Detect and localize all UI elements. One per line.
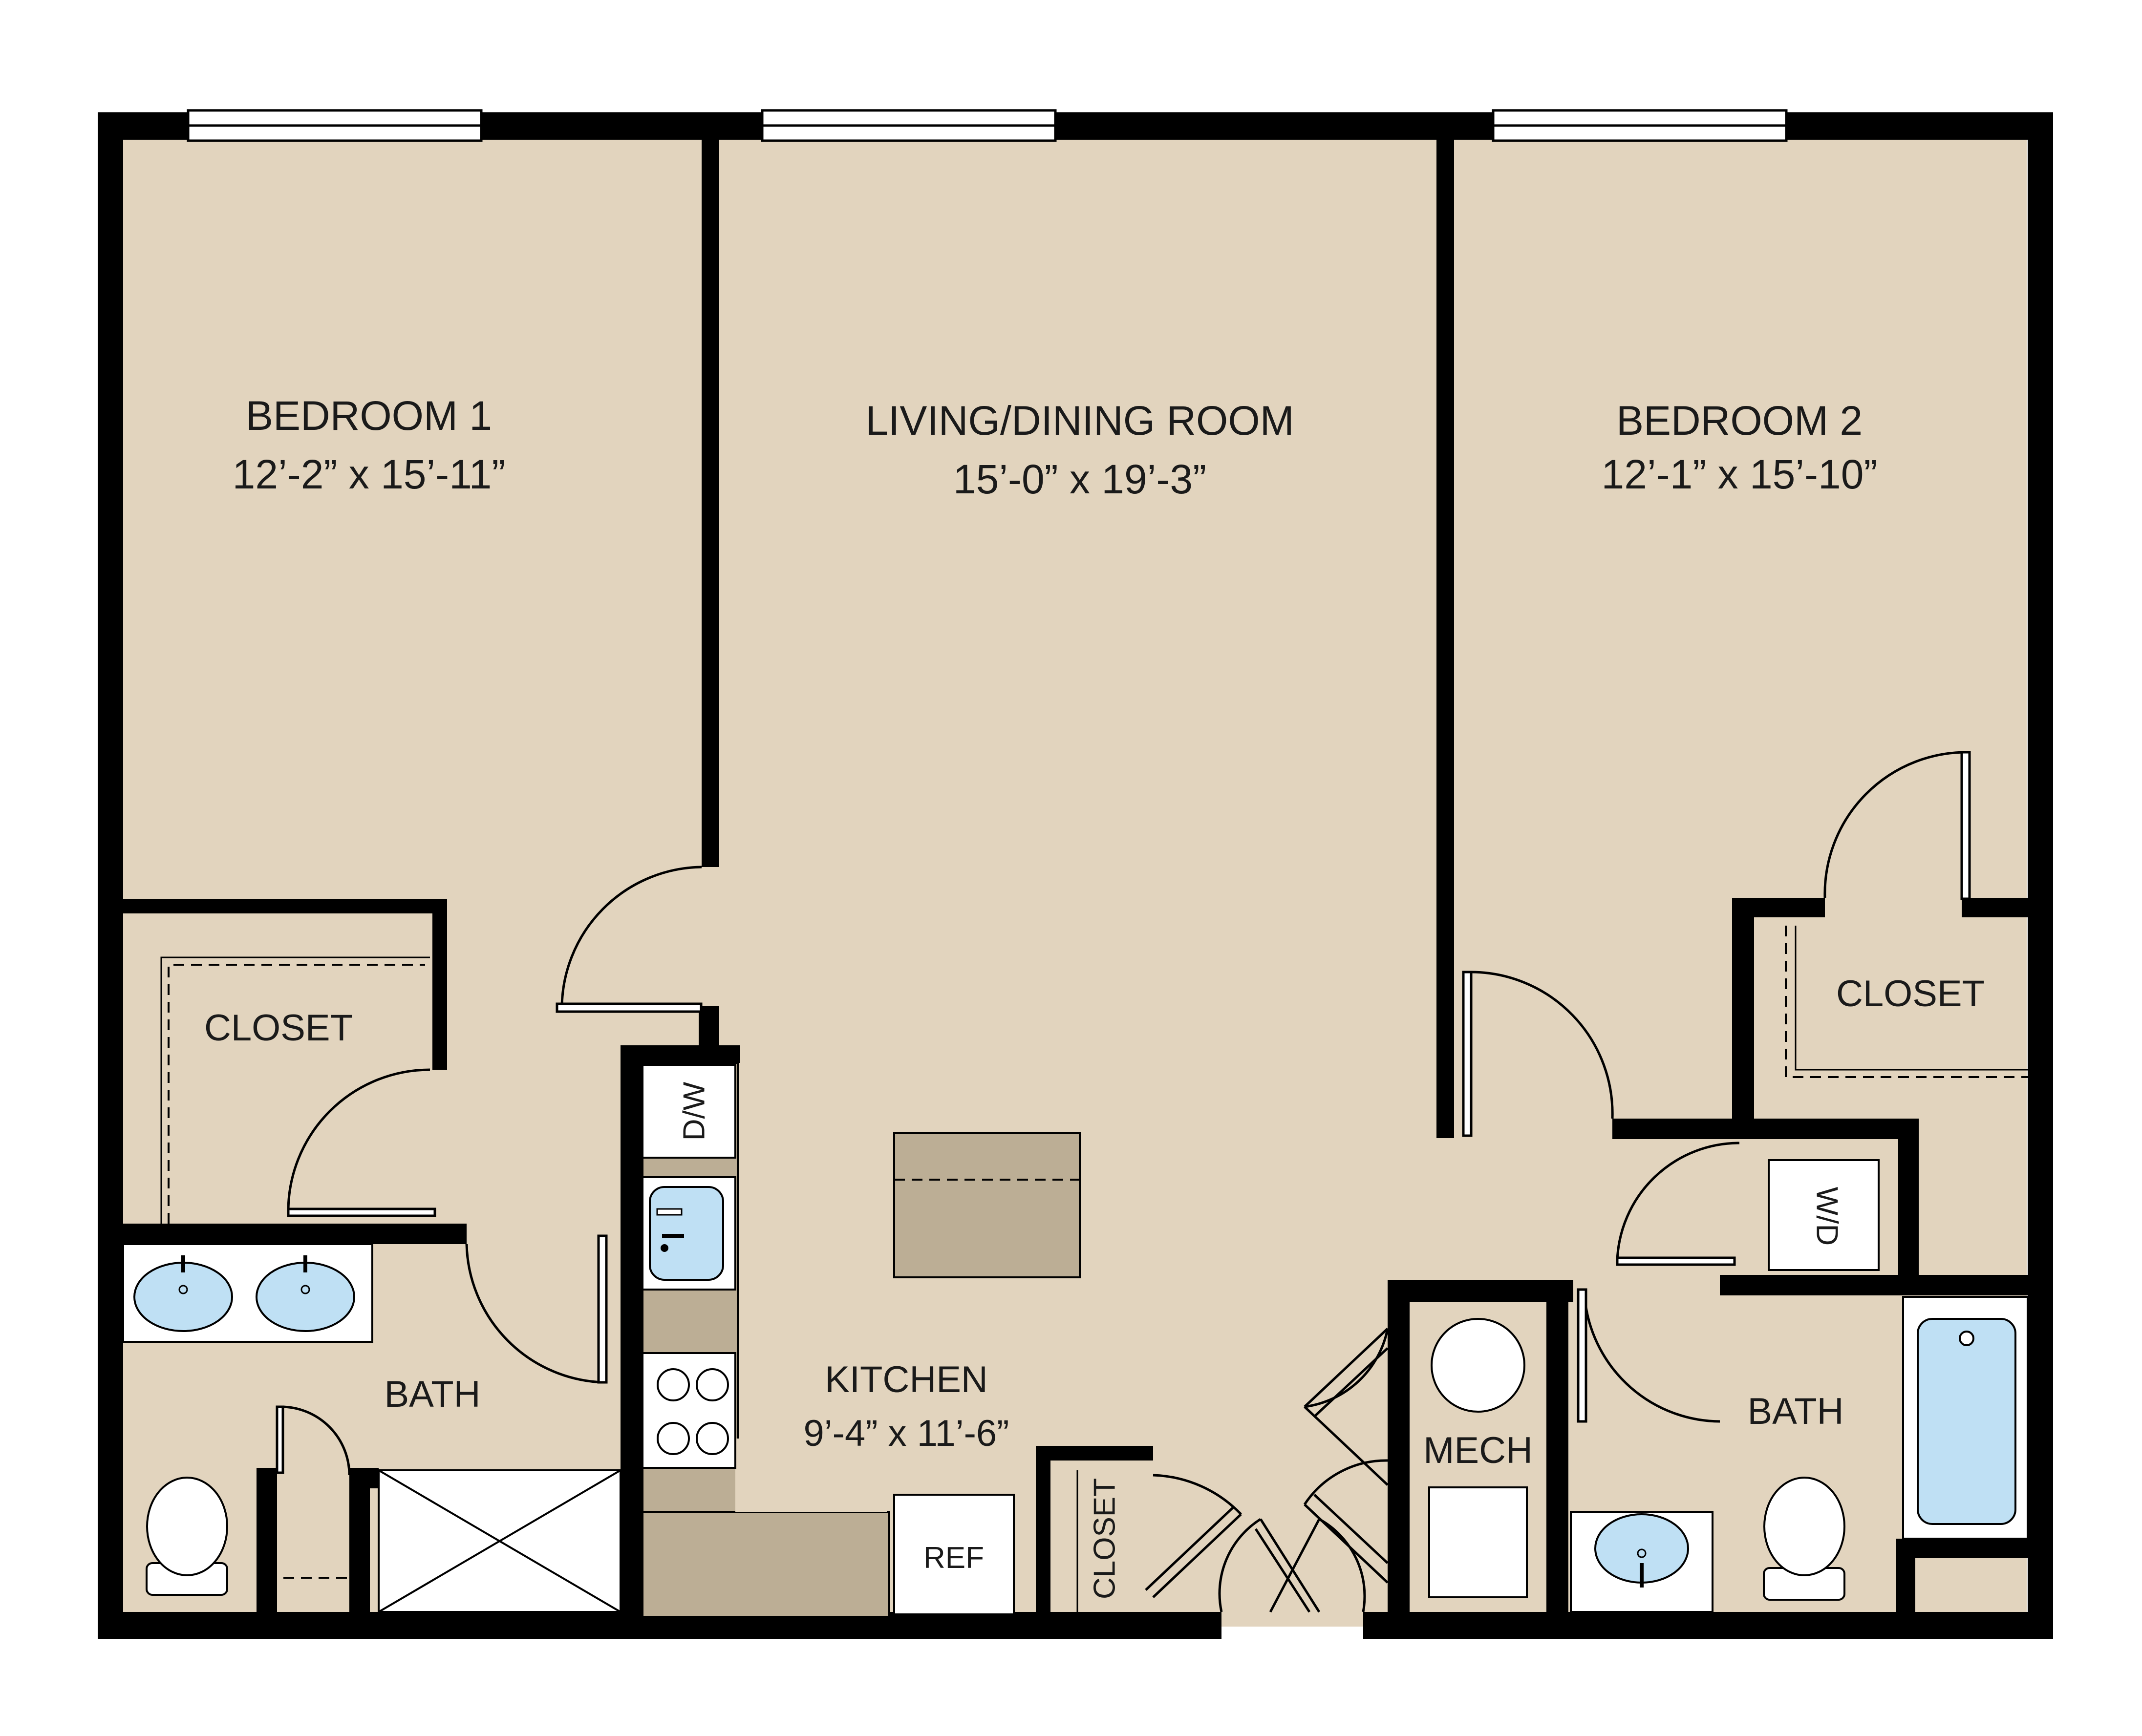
bath2-name: BATH bbox=[1747, 1391, 1843, 1432]
sink-icon bbox=[642, 1176, 736, 1291]
door-swing-icon bbox=[276, 751, 1971, 1613]
interior-walls bbox=[122, 132, 2028, 1622]
floor-area bbox=[122, 132, 2027, 1627]
sink-icon bbox=[1570, 1511, 1714, 1613]
stove-icon bbox=[642, 1352, 736, 1469]
washer-dryer-label: W/D bbox=[1810, 1187, 1844, 1246]
refrigerator-label: REF bbox=[923, 1541, 984, 1575]
closet3-name: CLOSET bbox=[1088, 1478, 1121, 1599]
refrigerator bbox=[893, 1494, 1015, 1615]
sink-icon bbox=[122, 1243, 373, 1343]
living-name: LIVING/DINING ROOM bbox=[865, 398, 1294, 444]
bedroom1-dims: 12’-2” x 15’-11” bbox=[233, 451, 506, 497]
air-handler bbox=[1428, 1486, 1528, 1598]
toilet-icon bbox=[146, 1477, 228, 1596]
window-icon bbox=[187, 109, 1788, 142]
island-icon bbox=[893, 1132, 1081, 1278]
shower-icon bbox=[378, 1469, 621, 1613]
toilet-icon bbox=[1763, 1477, 1845, 1601]
room-labels: BEDROOM 1 12’-2” x 15’-11” LIVING/DINING… bbox=[204, 393, 1985, 1599]
bedroom1-name: BEDROOM 1 bbox=[246, 393, 492, 439]
bath1-name: BATH bbox=[384, 1374, 480, 1415]
dishwasher-label: D/W bbox=[677, 1081, 711, 1141]
living-dims: 15’-0” x 19’-3” bbox=[953, 456, 1206, 502]
kitchen-name: KITCHEN bbox=[825, 1359, 988, 1400]
bedroom2-name: BEDROOM 2 bbox=[1616, 398, 1863, 444]
dishwasher bbox=[642, 1064, 736, 1159]
exterior-walls bbox=[98, 112, 2053, 1639]
kitchen-dims: 9’-4” x 11’-6” bbox=[804, 1413, 1009, 1454]
closet2-name: CLOSET bbox=[1836, 973, 1985, 1015]
washer-dryer bbox=[1768, 1159, 1880, 1271]
water-heater-icon bbox=[1431, 1318, 1525, 1413]
bedroom2-dims: 12’-1” x 15’-10” bbox=[1602, 451, 1878, 497]
closet-rod-lines bbox=[160, 926, 2028, 1612]
bathtub-icon bbox=[1902, 1296, 2029, 1540]
closet1-name: CLOSET bbox=[204, 1007, 353, 1049]
mech-name: MECH bbox=[1423, 1430, 1533, 1471]
